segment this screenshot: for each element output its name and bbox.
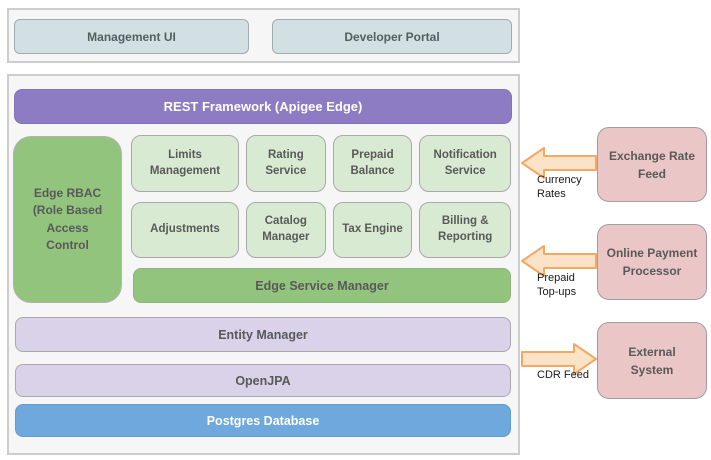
prepaid-topups-label: Prepaid Top-ups — [537, 272, 577, 299]
service-box-notification-service: Notification Service — [419, 135, 511, 192]
external-box-exchange-rate-feed: Exchange Rate Feed — [597, 127, 707, 202]
cdr-feed-right-arrow-icon — [521, 343, 597, 375]
service-box-rating-service: Rating Service — [246, 135, 326, 192]
prepaid-topups-left-arrow-icon — [521, 245, 597, 277]
postgres-database-bar: Postgres Database — [15, 404, 511, 437]
service-box-catalog-manager: Catalog Manager — [246, 202, 326, 258]
service-box-prepaid-balance: Prepaid Balance — [332, 135, 413, 192]
management-ui-box: Management UI — [14, 19, 249, 54]
openjpa-bar: OpenJPA — [15, 364, 511, 397]
rest-framework-bar: REST Framework (Apigee Edge) — [14, 89, 512, 124]
entity-manager-bar: Entity Manager — [15, 317, 511, 352]
services-grid: Limits Management Rating Service Prepaid… — [131, 135, 511, 258]
edge-rbac-label: Edge RBAC (Role Based Access Control — [32, 185, 103, 252]
monetization-stack-container: REST Framework (Apigee Edge) Edge RBAC (… — [7, 74, 520, 455]
client-layer-container: Management UI Developer Portal — [7, 8, 520, 63]
cdr-feed-label: CDR Feed — [537, 369, 589, 381]
service-box-tax-engine: Tax Engine — [332, 202, 413, 258]
external-box-online-payment-processor: Online Payment Processor — [597, 224, 707, 300]
developer-portal-box: Developer Portal — [272, 19, 512, 54]
edge-service-manager-bar: Edge Service Manager — [133, 268, 511, 303]
service-box-limits-management: Limits Management — [131, 135, 239, 192]
edge-rbac-box: Edge RBAC (Role Based Access Control — [13, 136, 122, 303]
external-box-external-system: External System — [597, 322, 707, 399]
service-box-adjustments: Adjustments — [131, 202, 239, 258]
currency-rates-left-arrow-icon — [521, 147, 597, 179]
currency-rates-label: Currency Rates — [537, 174, 582, 201]
service-box-billing-reporting: Billing & Reporting — [419, 202, 511, 258]
